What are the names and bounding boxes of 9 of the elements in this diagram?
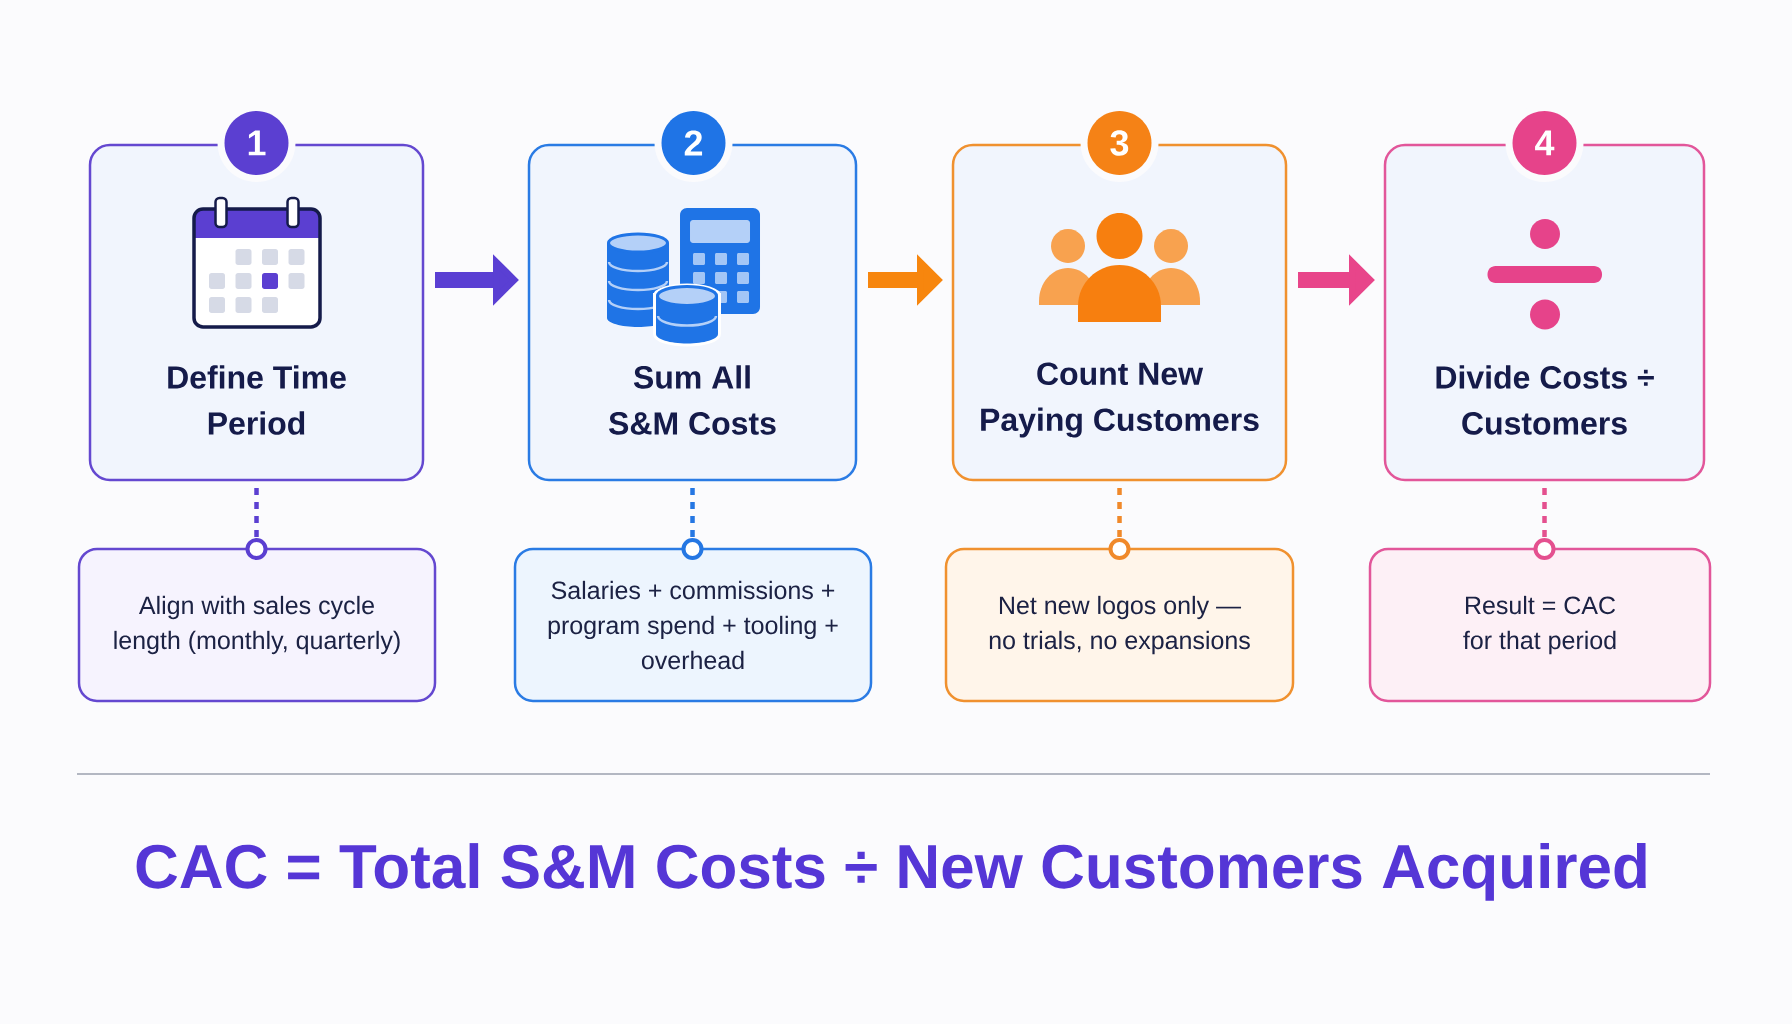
note-card: Result = CAC for that period: [1368, 547, 1712, 703]
dotted-connector: [681, 488, 704, 560]
dotted-connector: [1533, 488, 1556, 560]
note-card: Align with sales cycle length (monthly, quarterly): [77, 547, 437, 703]
dotted-connector: [1108, 488, 1131, 560]
note-card: Net new logos only — no trials, no expansions: [944, 547, 1295, 703]
formula: CAC = Total S&M Costs ÷ New Customers Acquired: [136, 843, 1646, 901]
note-card: Salaries + commissions + program spend + tooling + overhead: [513, 547, 873, 703]
dotted-connector: [245, 488, 268, 560]
